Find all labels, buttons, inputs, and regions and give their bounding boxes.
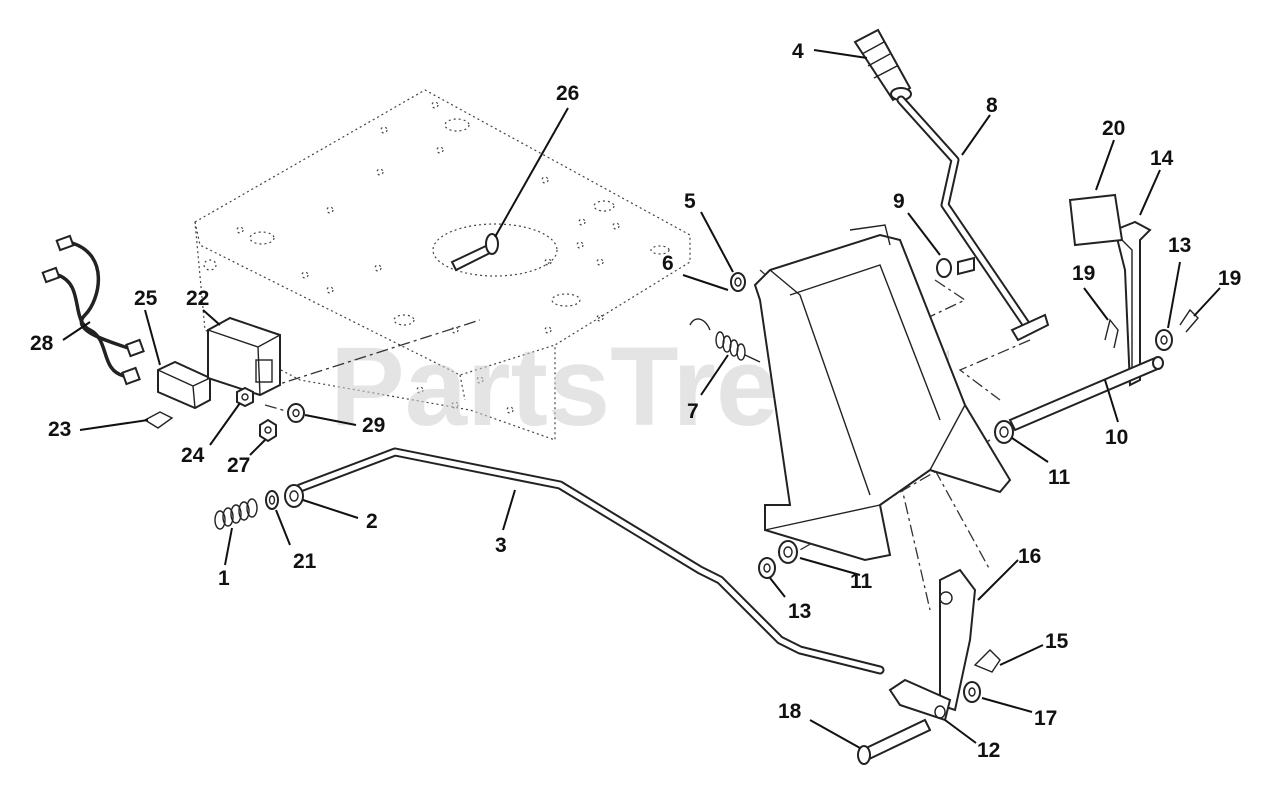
callout-8: 8 [986,94,998,117]
callout-28: 28 [30,332,54,355]
part-13-washer-left [758,557,776,579]
callout-20: 20 [1102,117,1125,140]
callout-4: 4 [792,40,804,63]
watermark: PartsTree TM [330,324,950,449]
callout-23: 23 [48,418,71,441]
callout-1: 1 [218,567,230,590]
callout-3: 3 [495,534,507,557]
callout-11-right: 11 [1048,466,1071,489]
callout-12: 12 [977,739,1000,762]
part-26-bolt [450,233,499,272]
callout-11-left: 11 [850,570,873,593]
callout-17: 17 [1034,707,1057,730]
part-2-washer [284,484,304,508]
callout-13-right: 13 [1168,234,1191,257]
callouts: 4 8 20 14 9 5 6 13 19 19 7 10 11 11 13 1… [30,40,1241,762]
pedal-bracket [753,224,1012,562]
callout-29: 29 [362,414,385,437]
part-24-nut [236,386,254,408]
callout-19-right: 19 [1218,267,1241,290]
part-15-clip [973,649,1001,673]
callout-19-left: 19 [1072,262,1095,285]
callout-18: 18 [778,700,802,723]
part-22-housing [207,316,281,397]
part-7-spring [689,318,761,363]
part-9-washer [936,256,975,278]
part-17-washer [963,681,981,703]
part-28-wire-harness [41,234,145,386]
callout-22: 22 [186,287,209,310]
callout-15: 15 [1045,630,1069,653]
part-23-clip [143,411,174,429]
callout-27: 27 [227,454,250,477]
part-19-clip-left [1104,318,1119,349]
callout-21: 21 [293,550,317,573]
callout-25: 25 [134,287,158,310]
part-5-bushing [730,272,746,292]
callout-26: 26 [556,82,579,105]
callout-16: 16 [1018,545,1041,568]
callout-10: 10 [1105,426,1128,449]
part-27-nut [259,418,277,443]
part-29-washer [287,403,305,423]
part-14-pedal-arm [1113,220,1152,387]
part-21-nut [265,490,279,510]
part-10-shaft [1008,356,1164,432]
part-11-bushing-left [778,540,798,564]
callout-2: 2 [366,510,378,533]
callout-9: 9 [893,190,905,213]
callout-7: 7 [687,400,699,423]
part-3-rod [295,447,885,675]
callout-6: 6 [662,252,674,275]
part-13-washer-right [1155,329,1173,351]
part-11-bushing-right [994,420,1014,444]
part-19-clip-right [1179,308,1199,333]
callout-13-left: 13 [788,600,811,623]
part-4-grip [853,28,912,102]
part-1-spring [214,498,258,530]
watermark-text: PartsTree [330,324,841,449]
part-8-lever [896,95,1050,342]
part-12-clevis [888,678,952,722]
frame-plate [194,89,691,441]
callout-5: 5 [684,190,696,213]
leader-lines [62,49,1221,749]
callout-24: 24 [181,444,205,467]
part-18-pin [857,718,932,765]
part-20-pedal-pad [1068,193,1124,247]
part-25-switch [157,360,211,410]
callout-14: 14 [1150,147,1174,170]
